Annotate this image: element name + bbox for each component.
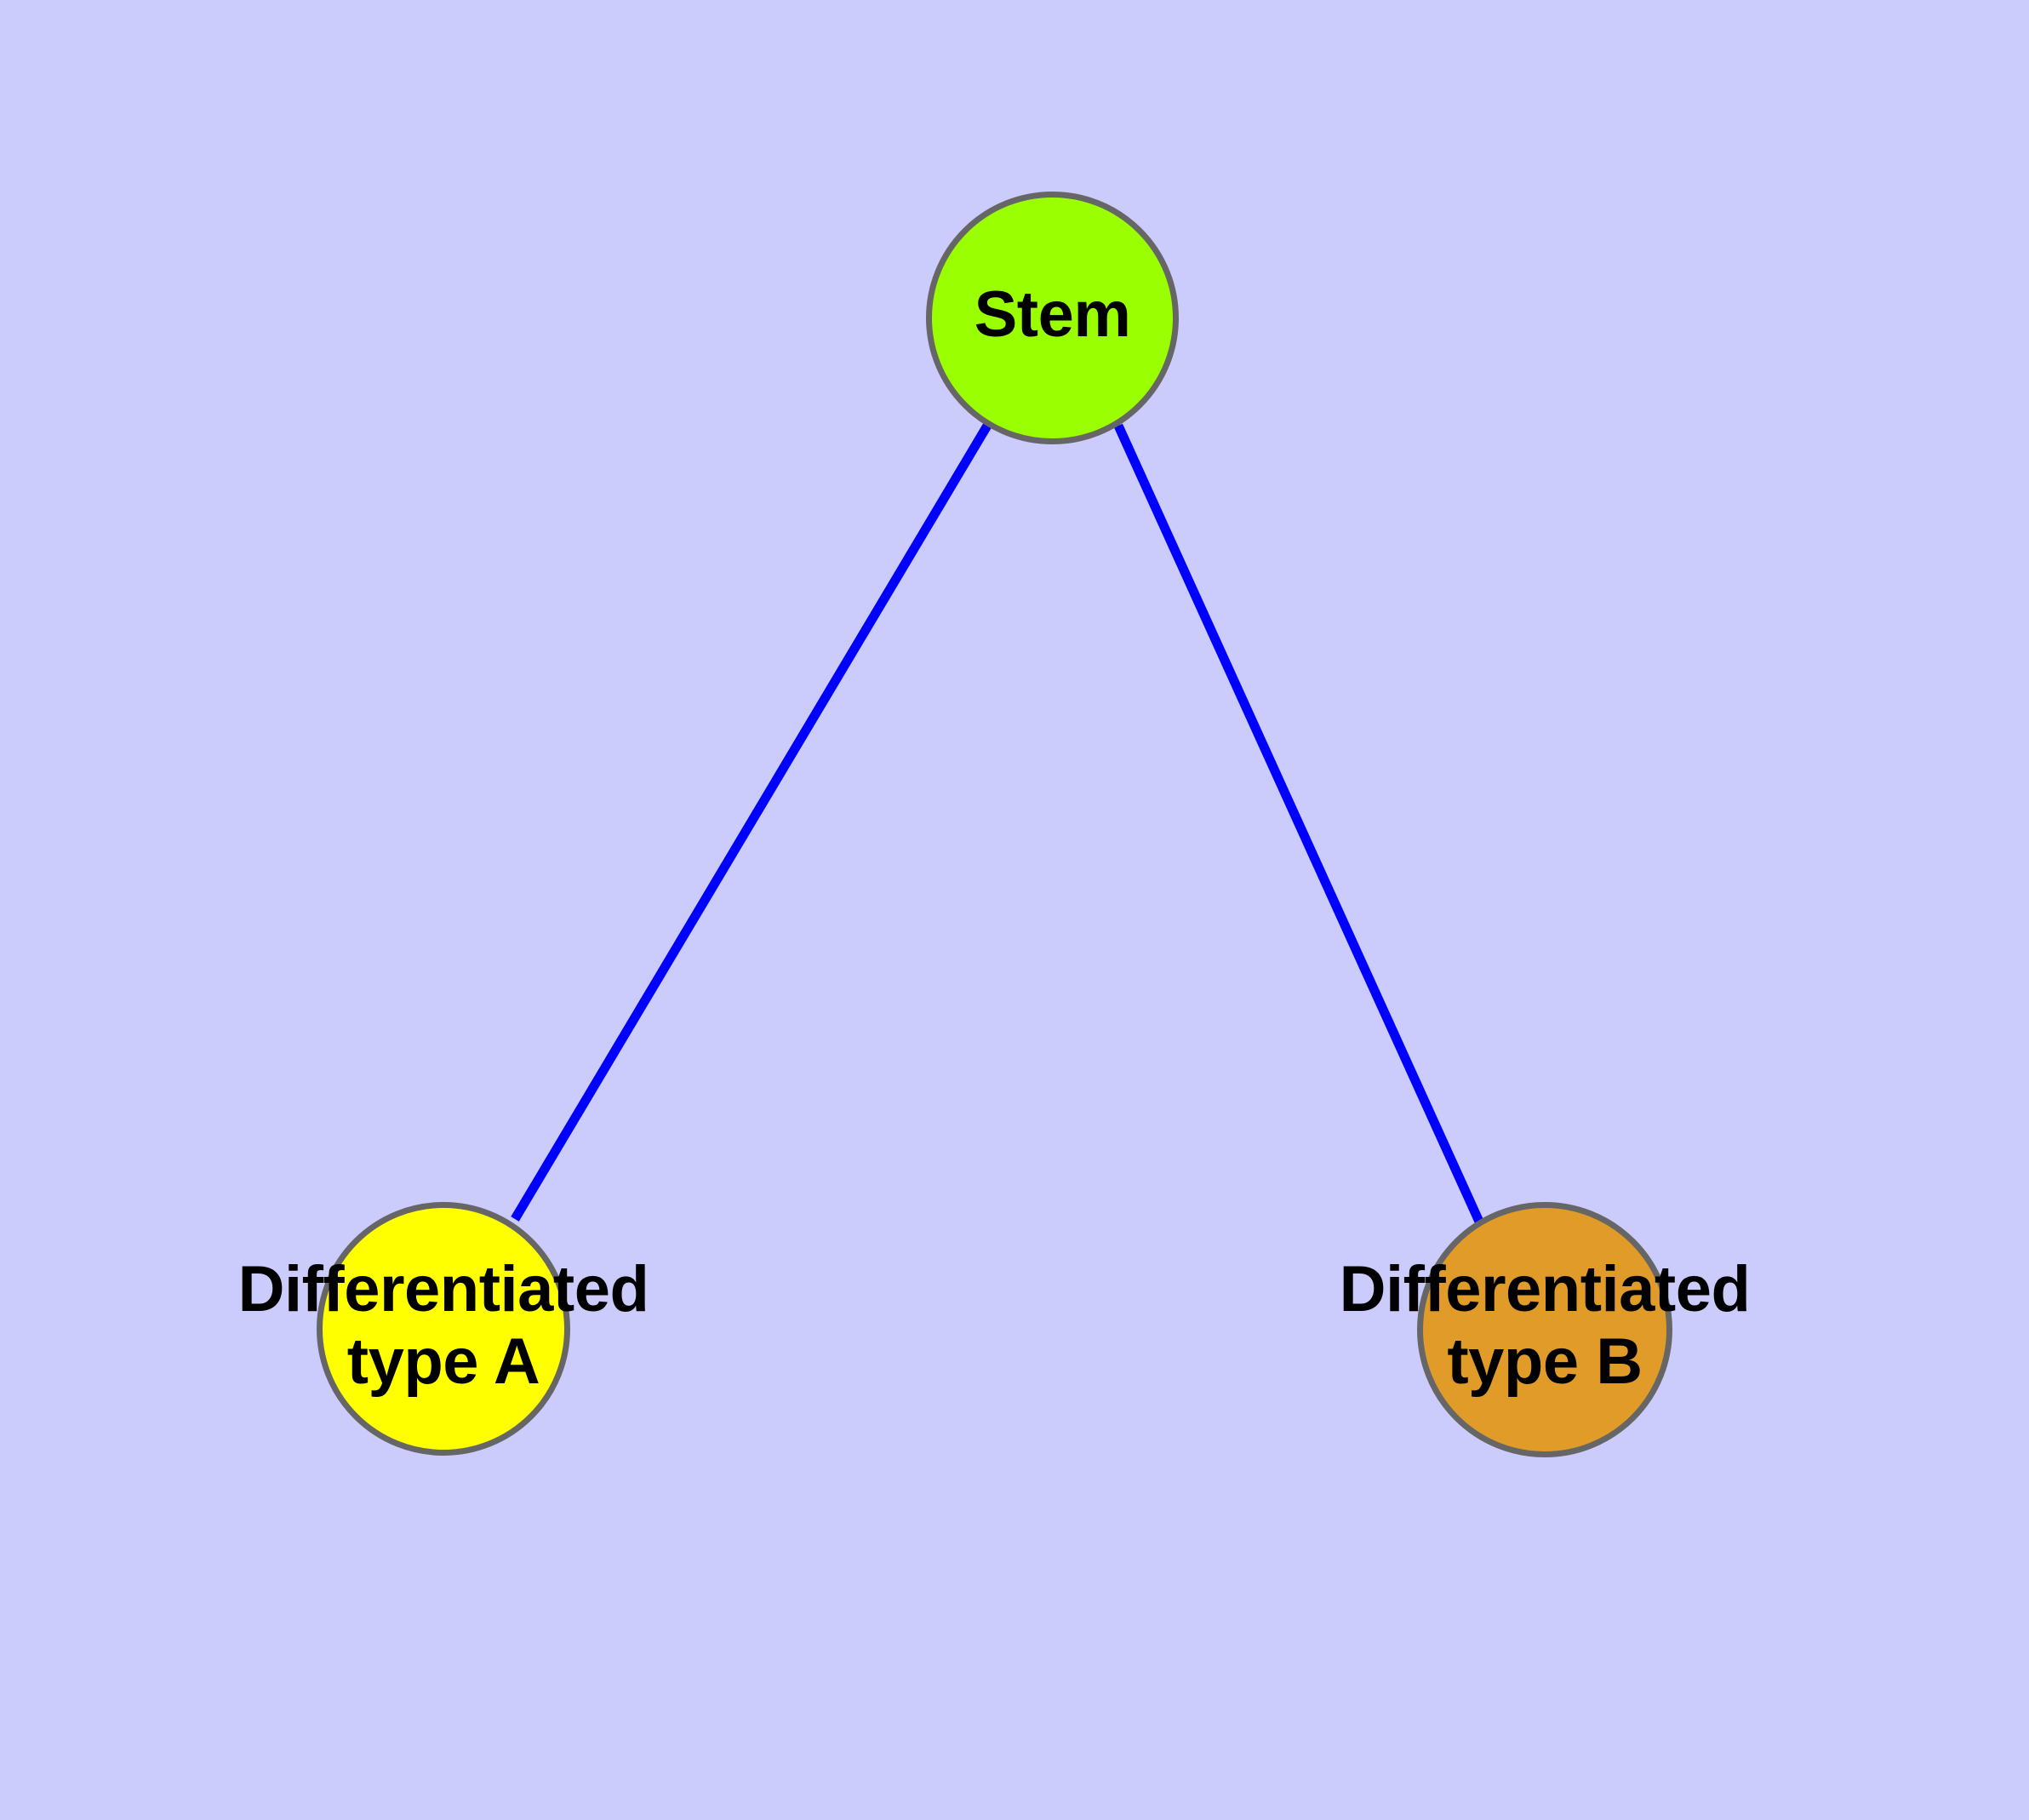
edge-stem-to-differentiated-type-a[interactable] (511, 423, 992, 1222)
node-stem[interactable]: Stem (926, 192, 1179, 444)
edge-stem-to-differentiated-type-b[interactable] (1113, 423, 1484, 1224)
node-differentiated-type-b-circle[interactable] (1417, 1202, 1672, 1457)
node-differentiated-type-a-circle[interactable] (317, 1202, 570, 1456)
node-stem-circle[interactable] (926, 192, 1179, 444)
